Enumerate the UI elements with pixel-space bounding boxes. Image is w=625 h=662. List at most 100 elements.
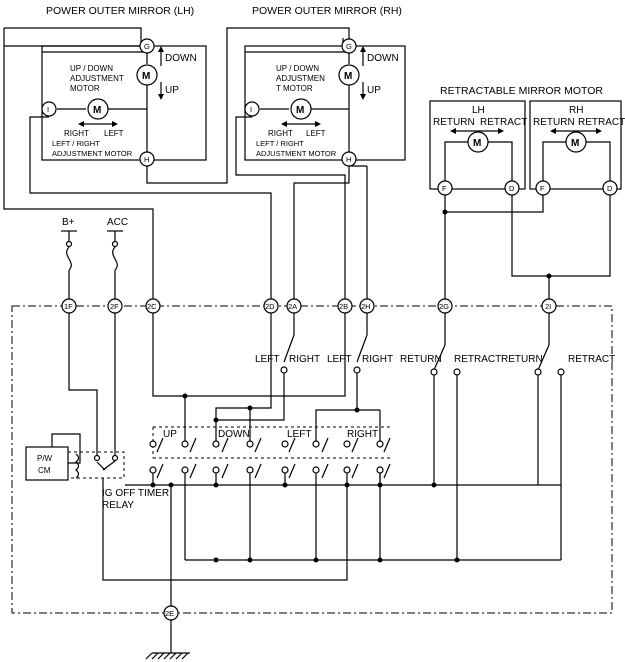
svg-text:M: M bbox=[344, 71, 352, 82]
svg-text:ADJUSTMENT MOTOR: ADJUSTMENT MOTOR bbox=[52, 149, 133, 158]
connector-2A: 2A bbox=[286, 298, 302, 314]
svg-text:RIGHT: RIGHT bbox=[64, 129, 89, 138]
svg-text:F: F bbox=[540, 184, 545, 193]
lh-mirror-title: POWER OUTER MIRROR (LH) bbox=[46, 5, 194, 17]
connector-G-rh: G bbox=[341, 38, 357, 54]
connector-H-lh: H bbox=[139, 151, 155, 167]
connector-H-rh: H bbox=[341, 151, 357, 167]
svg-text:RIGHT: RIGHT bbox=[362, 354, 393, 365]
svg-text:LEFT: LEFT bbox=[104, 129, 124, 138]
svg-text:M: M bbox=[142, 71, 150, 82]
ground-icon bbox=[145, 652, 189, 660]
adjustment-switch: UP DOWN LEFT RIGHT bbox=[125, 313, 562, 563]
svg-text:RIGHT: RIGHT bbox=[289, 354, 320, 365]
svg-text:G: G bbox=[144, 42, 150, 51]
relay-label: IG OFF TIMER bbox=[102, 488, 169, 499]
svg-text:2A: 2A bbox=[288, 302, 297, 311]
connector-2H: 2H bbox=[359, 298, 375, 314]
fuse-icon bbox=[66, 246, 72, 271]
svg-text:RETRACT: RETRACT bbox=[578, 117, 625, 128]
connector-2E: 2E bbox=[163, 605, 179, 621]
connector-2G: 2G bbox=[437, 298, 453, 314]
pw-cm-box bbox=[25, 446, 69, 481]
svg-text:2I: 2I bbox=[545, 302, 551, 311]
svg-text:RELAY: RELAY bbox=[102, 500, 134, 511]
svg-text:UP: UP bbox=[163, 429, 177, 440]
connector-F-lh: F bbox=[437, 180, 453, 196]
svg-text:RETRACT: RETRACT bbox=[454, 354, 501, 365]
connector-1F: 1F bbox=[61, 298, 77, 314]
svg-text:LH: LH bbox=[472, 105, 485, 116]
svg-text:RETRACT: RETRACT bbox=[480, 117, 527, 128]
svg-text:I: I bbox=[47, 105, 49, 114]
retract-motor-title: RETRACTABLE MIRROR MOTOR bbox=[440, 85, 603, 97]
svg-text:T MOTOR: T MOTOR bbox=[276, 84, 313, 93]
connector-2I: 2I bbox=[541, 298, 557, 314]
svg-text:ADJUSTMENT: ADJUSTMENT bbox=[70, 74, 124, 83]
lh-mirror: M UP / DOWN ADJUSTMENT MOTOR DOWN UP M R… bbox=[41, 45, 207, 161]
bplus-label: B+ bbox=[62, 217, 75, 228]
connector-2C: 2C bbox=[145, 298, 161, 314]
control-unit-border bbox=[11, 305, 613, 614]
harness-wiring bbox=[3, 27, 611, 299]
retract-mirror-motors: LH RH RETURN RETRACT RETURN RETRACT M M bbox=[429, 100, 625, 190]
svg-text:CM: CM bbox=[38, 466, 51, 475]
relay-coil-icon bbox=[75, 453, 80, 479]
svg-text:M: M bbox=[296, 105, 304, 116]
svg-text:I: I bbox=[250, 105, 252, 114]
svg-text:RH: RH bbox=[569, 105, 583, 116]
power-inputs: B+ ACC bbox=[61, 217, 128, 299]
svg-text:LEFT: LEFT bbox=[327, 354, 351, 365]
svg-text:F: F bbox=[442, 184, 447, 193]
svg-text:RIGHT: RIGHT bbox=[347, 429, 378, 440]
svg-text:1F: 1F bbox=[64, 302, 73, 311]
svg-text:2B: 2B bbox=[339, 302, 348, 311]
svg-text:2E: 2E bbox=[165, 609, 174, 618]
svg-text:UP / DOWN: UP / DOWN bbox=[70, 64, 113, 73]
pw-cm-relay: P/W CM IG OFF TIMER RELAY bbox=[25, 313, 348, 581]
svg-text:D: D bbox=[607, 184, 613, 193]
arrow-up-icon bbox=[360, 46, 366, 52]
arrow-up-icon bbox=[158, 46, 164, 52]
connector-2D: 2D bbox=[263, 298, 279, 314]
svg-text:UP: UP bbox=[165, 85, 179, 96]
svg-text:LEFT / RIGHT: LEFT / RIGHT bbox=[256, 139, 304, 148]
svg-text:2D: 2D bbox=[265, 302, 275, 311]
connector-G-lh: G bbox=[139, 38, 155, 54]
arrow-down-icon bbox=[158, 94, 164, 100]
svg-text:RETRACT: RETRACT bbox=[568, 354, 615, 365]
connector-D-rh: D bbox=[602, 180, 618, 196]
svg-text:G: G bbox=[346, 42, 352, 51]
connector-I-lh: I bbox=[41, 101, 57, 117]
svg-text:DOWN: DOWN bbox=[367, 53, 399, 64]
connector-I-rh: I bbox=[244, 101, 260, 117]
svg-text:2C: 2C bbox=[147, 302, 157, 311]
svg-text:DOWN: DOWN bbox=[218, 429, 250, 440]
svg-text:2F: 2F bbox=[110, 302, 119, 311]
svg-text:UP: UP bbox=[367, 85, 381, 96]
svg-text:ADJUSTMENT MOTOR: ADJUSTMENT MOTOR bbox=[256, 149, 337, 158]
svg-text:RETURN: RETURN bbox=[433, 117, 475, 128]
svg-text:D: D bbox=[509, 184, 515, 193]
svg-text:LEFT: LEFT bbox=[306, 129, 326, 138]
connector-2B: 2B bbox=[337, 298, 353, 314]
svg-text:RETURN: RETURN bbox=[501, 354, 543, 365]
svg-text:ADJUSTMEN: ADJUSTMEN bbox=[276, 74, 325, 83]
connectors: G H I G H I F D F D 1F 2F 2C 2D 2A 2B 2H… bbox=[41, 38, 618, 621]
rh-mirror: M UP / DOWN ADJUSTMEN T MOTOR DOWN UP M … bbox=[244, 45, 406, 161]
pw-cm-label: P/W bbox=[37, 454, 53, 463]
svg-text:M: M bbox=[571, 138, 579, 149]
ground bbox=[145, 482, 190, 660]
selector-switch: LEFT RIGHT LEFT RIGHT RETURN RETRACT RET… bbox=[255, 313, 615, 376]
svg-text:2H: 2H bbox=[361, 302, 371, 311]
svg-text:RETURN: RETURN bbox=[533, 117, 575, 128]
svg-text:2G: 2G bbox=[439, 302, 449, 311]
svg-text:LEFT: LEFT bbox=[287, 429, 311, 440]
rh-mirror-title: POWER OUTER MIRROR (RH) bbox=[252, 5, 402, 17]
arrow-down-icon bbox=[360, 94, 366, 100]
fuse-icon bbox=[112, 246, 118, 271]
connector-F-rh: F bbox=[535, 180, 551, 196]
svg-text:LEFT / RIGHT: LEFT / RIGHT bbox=[52, 139, 100, 148]
svg-text:LEFT: LEFT bbox=[255, 354, 279, 365]
svg-text:H: H bbox=[144, 155, 149, 164]
